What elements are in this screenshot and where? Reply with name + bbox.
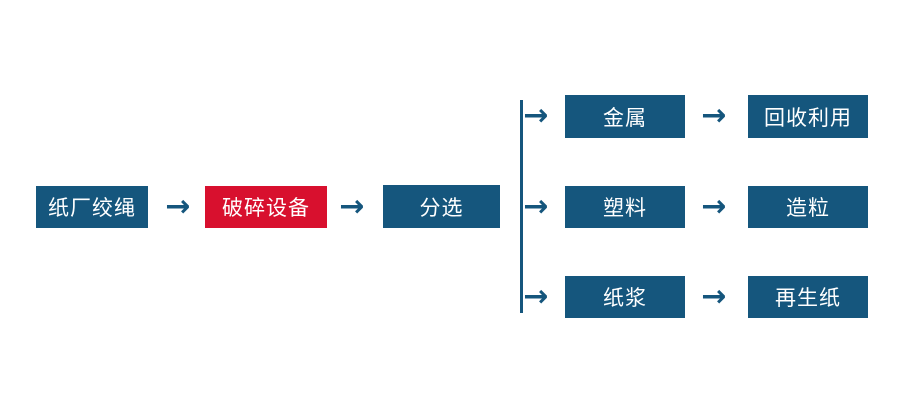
node-metal: 金属 bbox=[565, 95, 685, 138]
node-crushing-equipment: 破碎设备 bbox=[205, 186, 327, 228]
node-plastic: 塑料 bbox=[565, 186, 685, 228]
right-arrow-icon: → bbox=[339, 189, 365, 224]
right-arrow-icon: → bbox=[523, 189, 549, 224]
right-arrow-icon: → bbox=[701, 98, 727, 133]
right-arrow-icon: → bbox=[165, 189, 191, 224]
node-pelletizing: 造粒 bbox=[748, 186, 868, 228]
right-arrow-icon: → bbox=[701, 189, 727, 224]
right-arrow-icon: → bbox=[701, 279, 727, 314]
node-sorting: 分选 bbox=[383, 185, 500, 228]
node-recycling: 回收利用 bbox=[748, 95, 868, 138]
branch-connector-line bbox=[520, 100, 523, 313]
node-paper-mill-rope: 纸厂绞绳 bbox=[36, 186, 148, 228]
node-recycled-paper: 再生纸 bbox=[748, 276, 868, 318]
right-arrow-icon: → bbox=[523, 279, 549, 314]
right-arrow-icon: → bbox=[523, 98, 549, 133]
node-pulp: 纸浆 bbox=[565, 276, 685, 318]
